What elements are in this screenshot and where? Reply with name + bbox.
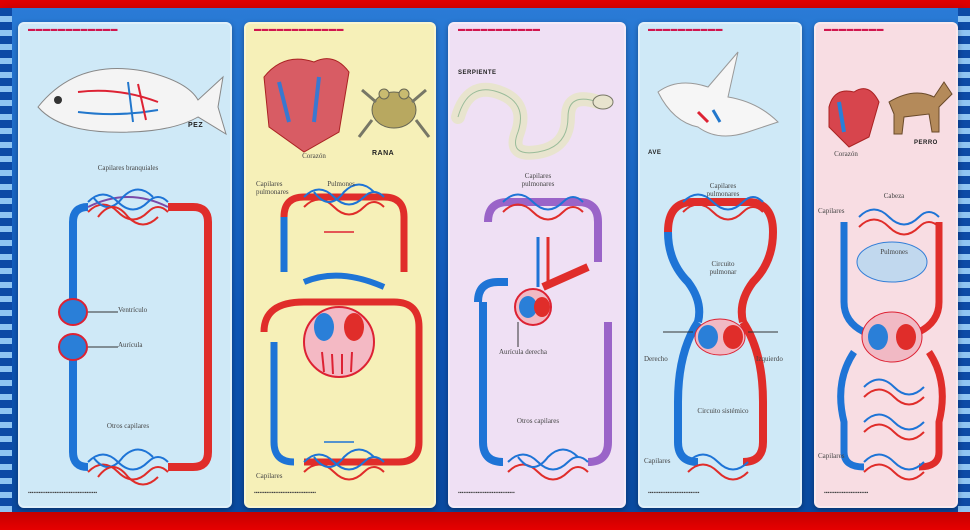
label-capillaries-dog: Capilares <box>818 452 858 460</box>
animal-label-bird: AVE <box>648 150 661 156</box>
panel-bird: ▬▬▬▬▬▬▬▬▬▬ AVE Capilares pulmonares Circ… <box>638 22 802 508</box>
panel-header-fish: ▬▬▬▬▬▬▬▬▬▬▬▬ <box>28 26 199 34</box>
fish-circulation-diagram <box>18 22 232 508</box>
label-right-ventricle: Derecho <box>644 355 684 363</box>
right-border-strip <box>958 8 970 516</box>
circulatory-systems-poster: ▬▬▬▬▬▬▬▬▬▬▬▬ PEZ Capilares branquiales V… <box>0 8 970 516</box>
panel-footer-frog: ▪▪▪▪▪▪▪▪▪▪▪▪▪▪▪▪▪▪▪▪▪▪▪▪▪▪▪▪▪▪▪▪▪▪▪ <box>254 490 431 502</box>
label-lungs-dog: Pulmones <box>869 248 919 256</box>
panel-footer-fish: ▪▪▪▪▪▪▪▪▪▪▪▪▪▪▪▪▪▪▪▪▪▪▪▪▪▪▪▪▪▪▪▪▪▪▪▪▪▪▪ <box>28 490 225 502</box>
label-pulmonary-capillaries-bird: Capilares pulmonares <box>693 182 753 198</box>
snake-circulation-diagram <box>448 22 626 508</box>
dog-icon <box>889 82 952 134</box>
panel-dog: ▬▬▬▬▬▬▬▬ Corazón PERRO Cabeza Capilares … <box>814 22 958 508</box>
label-heart-dog: Corazón <box>826 150 866 158</box>
label-pulmonary-circuit: Circuito pulmonar <box>698 260 748 276</box>
label-pulmonary-capillaries-frog: Capilares pulmonares <box>256 180 296 196</box>
label-lungs-frog: Pulmones <box>316 180 366 188</box>
panel-header-dog: ▬▬▬▬▬▬▬▬ <box>824 26 939 34</box>
label-right-atrium-snake: Aurícula derecha <box>498 348 548 356</box>
frog-circulation-diagram <box>244 22 436 508</box>
bird-icon <box>658 52 778 136</box>
animal-label-fish: PEZ <box>188 122 203 129</box>
label-head-dog: Cabeza <box>869 192 919 200</box>
animal-label-snake: SERPIENTE <box>458 70 497 76</box>
frog-icon <box>359 89 429 137</box>
label-other-capillaries-fish: Otros capilares <box>98 422 158 430</box>
panel-frog: ▬▬▬▬▬▬▬▬▬▬▬▬ Corazón RANA Capilares pulm… <box>244 22 436 508</box>
label-capillaries-top-dog: Capilares <box>818 207 858 215</box>
snake-icon <box>458 90 613 153</box>
label-heart-frog: Corazón <box>289 152 339 160</box>
panel-footer-bird: ▪▪▪▪▪▪▪▪▪▪▪▪▪▪▪▪▪▪▪▪▪▪▪▪▪▪▪▪▪ <box>648 490 799 502</box>
heart-illustration <box>264 59 349 152</box>
dog-circulation-diagram <box>814 22 958 508</box>
label-atrium: Aurícula <box>118 341 178 349</box>
panel-footer-dog: ▪▪▪▪▪▪▪▪▪▪▪▪▪▪▪▪▪▪▪▪▪▪▪▪▪ <box>824 490 956 502</box>
background-bottom-band <box>0 512 970 530</box>
panel-header-frog: ▬▬▬▬▬▬▬▬▬▬▬▬ <box>254 26 408 34</box>
label-systemic-circuit: Circuito sistémico <box>693 407 753 415</box>
panel-snake: ▬▬▬▬▬▬▬▬▬▬▬ SERPIENTE Capilares pulmonar… <box>448 22 626 508</box>
panel-fish: ▬▬▬▬▬▬▬▬▬▬▬▬ PEZ Capilares branquiales V… <box>18 22 232 508</box>
label-pulmonary-capillaries-snake: Capilares pulmonares <box>508 172 568 188</box>
left-border-strip <box>0 8 12 516</box>
label-capillaries-bird: Capilares <box>644 457 684 465</box>
label-ventricle: Ventrículo <box>118 306 178 314</box>
panel-header-bird: ▬▬▬▬▬▬▬▬▬▬ <box>648 26 779 34</box>
heart-illustration <box>829 89 879 147</box>
panel-header-snake: ▬▬▬▬▬▬▬▬▬▬▬ <box>458 26 600 34</box>
label-branchial-capillaries: Capilares branquiales <box>93 164 163 172</box>
animal-label-frog: RANA <box>372 150 394 157</box>
label-capillaries-frog: Capilares <box>256 472 296 480</box>
label-other-capillaries-snake: Otros capilares <box>513 417 563 425</box>
panel-footer-snake: ▪▪▪▪▪▪▪▪▪▪▪▪▪▪▪▪▪▪▪▪▪▪▪▪▪▪▪▪▪▪▪▪ <box>458 490 622 502</box>
label-left-ventricle: Izquierdo <box>756 355 796 363</box>
animal-label-dog: PERRO <box>914 140 938 146</box>
